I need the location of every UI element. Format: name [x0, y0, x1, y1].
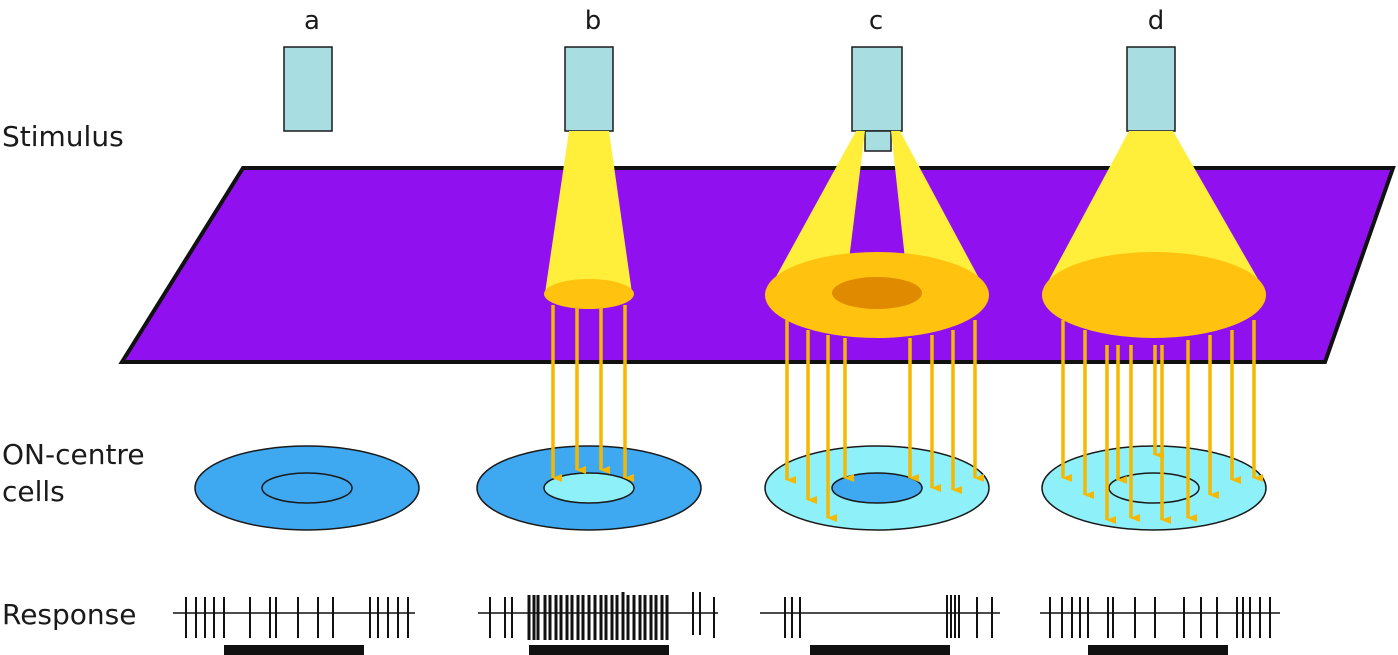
stimulus-box-c-mask [864, 130, 892, 152]
response-trace-d [1040, 597, 1280, 655]
stimulus-box-d [1126, 46, 1176, 132]
response-trace-b [478, 592, 718, 655]
cells-row-label-line2: cells [2, 475, 65, 508]
stimulus-box-b [564, 46, 614, 132]
light-spot-c-dark-centre [832, 277, 922, 309]
stimulus-box-c [851, 46, 903, 132]
stimulus-box-a [283, 46, 333, 132]
on-centre-cell-b [476, 445, 702, 531]
column-label-d: d [1147, 6, 1165, 36]
light-beam-c-right [891, 131, 988, 295]
column-label-b: b [584, 6, 602, 36]
response-trace-a [173, 597, 415, 655]
arrows-d [1061, 320, 1263, 524]
light-spot-b [544, 279, 634, 309]
light-beam-c-left [766, 131, 865, 295]
on-centre-cell-c [764, 445, 990, 531]
light-beam-d [1042, 131, 1266, 293]
column-label-c: c [868, 6, 884, 36]
stimulus-row-label: Stimulus [2, 120, 124, 153]
cells-row-label-line1: ON-centre [2, 438, 145, 471]
light-spot-d [1042, 252, 1266, 338]
light-beam-b [545, 131, 632, 293]
on-centre-cell-a [194, 445, 420, 531]
column-label-a: a [304, 6, 320, 36]
response-row-label: Response [2, 598, 137, 631]
response-trace-c [760, 595, 1000, 655]
arrows-b [551, 305, 634, 482]
arrows-c [785, 320, 984, 522]
